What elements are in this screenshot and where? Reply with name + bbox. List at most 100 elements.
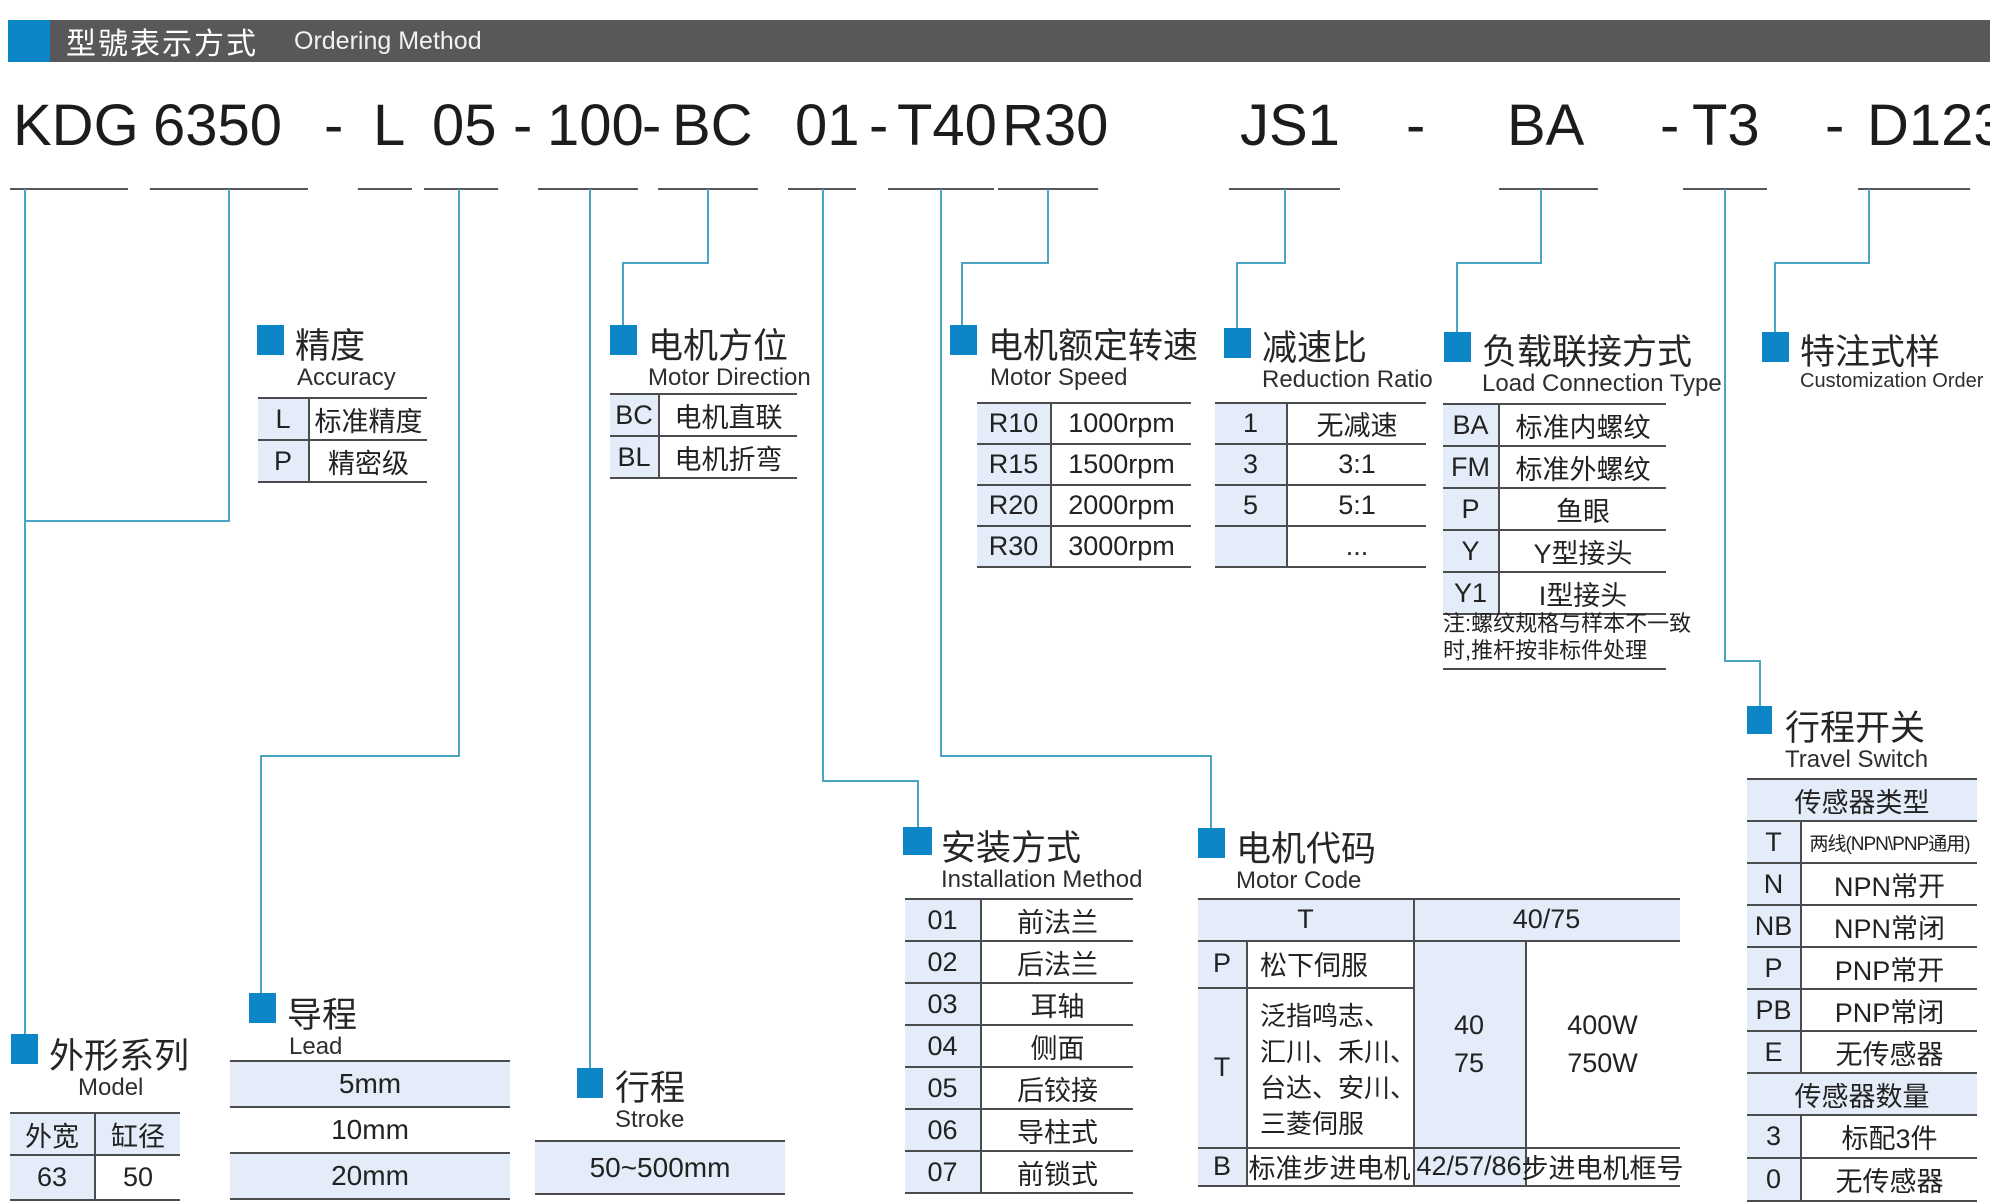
connector-line <box>822 189 824 782</box>
underline <box>1858 188 1970 190</box>
motor-speed-table: R10 1000rpm R15 1500rpm R20 2000rpm R30 … <box>977 402 1191 568</box>
desc-cell: 1500rpm <box>1068 449 1175 479</box>
code-cell: P <box>258 441 310 481</box>
connector-line <box>1236 262 1286 264</box>
code-cell: N <box>1747 864 1802 904</box>
code-cell: PB <box>1747 990 1802 1030</box>
connector-line <box>622 262 624 325</box>
travel-switch-accent-square <box>1747 706 1772 734</box>
code-dash: - <box>324 93 344 158</box>
connector-line <box>917 780 919 827</box>
motor-code-table: T 40/75 P 松下伺服 T 泛指鸣志、 汇川、禾川、 台达、安川、 三菱伺… <box>1198 898 1684 1187</box>
connector-line <box>1284 189 1286 264</box>
desc-cell: 导柱式 <box>1017 1117 1098 1148</box>
connector-line <box>1724 660 1761 662</box>
header-accent-square <box>8 20 50 62</box>
desc-cell: 电机折弯 <box>674 444 783 475</box>
code-cell: 03 <box>905 984 982 1024</box>
desc-cell: Y型接头 <box>1533 538 1633 569</box>
code-cell: R15 <box>977 445 1052 484</box>
code-cell: P <box>1747 948 1802 988</box>
travel-switch-title-zh: 行程开关 <box>1785 709 1926 748</box>
customization-accent-square <box>1762 332 1789 362</box>
desc-cell: ... <box>1345 531 1369 561</box>
reduction-ratio-table: 1 无减速 3 3:1 5 5:1 ... <box>1215 402 1426 568</box>
table-row: 63 50 <box>10 1156 180 1201</box>
code-cell: 3 <box>1215 445 1288 484</box>
stroke-table: 50~500mm <box>535 1140 785 1195</box>
power-code-line: 75 <box>1453 1047 1485 1078</box>
code-segment-load: BA <box>1507 93 1585 158</box>
desc-cell: 无传感器 <box>1835 1167 1944 1197</box>
table-row: P PNP常开 <box>1747 948 1977 990</box>
page-title-en: Ordering Method <box>294 26 482 55</box>
load-connection-title-en: Load Connection Type <box>1482 370 1722 397</box>
accuracy-table: L 标准精度 P 精密级 <box>258 397 427 483</box>
sensor-type-header: 传感器类型 <box>1747 780 1977 820</box>
stroke-title-en: Stroke <box>615 1106 685 1133</box>
power-code-line: 40 <box>1453 1009 1485 1040</box>
connector-line <box>1774 262 1776 332</box>
code-cell: BC <box>610 395 660 435</box>
desc-cell: 标准外螺纹 <box>1515 454 1651 485</box>
connector-line <box>1236 262 1238 328</box>
installation-accent-square <box>903 827 932 855</box>
code-dash: - <box>1660 93 1680 158</box>
table-row: PB PNP常闭 <box>1747 990 1977 1032</box>
motor-direction-title-en: Motor Direction <box>648 364 811 391</box>
code-segment-series: KDG <box>13 93 139 158</box>
code-cell: NB <box>1747 906 1802 946</box>
table-row: 02 后法兰 <box>905 942 1133 984</box>
connector-line <box>260 755 460 757</box>
connector-line <box>589 189 591 1068</box>
reduction-ratio-title-zh: 减速比 <box>1262 329 1368 368</box>
connector-line <box>24 520 230 522</box>
grid-line <box>1198 987 1413 989</box>
code-segment-motor: T40 <box>897 93 997 158</box>
connector-line <box>707 189 709 264</box>
code-cell: 3 <box>1747 1116 1802 1157</box>
connector-line <box>1456 262 1458 332</box>
table-row: 05 后铰接 <box>905 1068 1133 1110</box>
table-row: 0 无传感器 <box>1747 1159 1977 1202</box>
page-title-zh: 型號表示方式 <box>66 28 258 61</box>
code-cell: E <box>1747 1032 1802 1072</box>
code-cell: R10 <box>977 404 1052 443</box>
connector-line <box>1724 189 1726 662</box>
stroke-accent-square <box>577 1068 603 1098</box>
p-code-cell: P <box>1212 948 1231 978</box>
code-cell: BL <box>610 437 660 477</box>
desc-cell: 两线(NPN\PNP通用) <box>1809 833 1970 855</box>
grid-line <box>1198 898 1680 900</box>
reduction-ratio-accent-square <box>1224 328 1251 358</box>
sensor-qty-header: 传感器数量 <box>1747 1074 1977 1114</box>
code-segment-speed: R30 <box>1002 93 1109 158</box>
customization-title-en: Customization Order No. <box>1800 370 1990 392</box>
motor-direction-accent-square <box>610 325 637 355</box>
table-row: NB NPN常闭 <box>1747 906 1977 948</box>
table-header-row: 外宽 缸径 <box>10 1114 180 1156</box>
desc-cell: 后法兰 <box>1017 949 1098 980</box>
model-table: 外宽 缸径 63 50 <box>10 1112 180 1201</box>
motor-code-title-en: Motor Code <box>1236 867 1362 894</box>
cell-bg <box>1198 940 1246 987</box>
model-width-value: 63 <box>10 1156 96 1199</box>
load-connection-title-zh: 负载联接方式 <box>1482 333 1693 372</box>
cell-bg <box>1198 987 1246 1147</box>
accuracy-accent-square <box>257 325 284 355</box>
model-title-en: Model <box>78 1074 144 1101</box>
travel-switch-table: 传感器类型 T 两线(NPN\PNP通用) N NPN常开 NB NPN常闭 P… <box>1747 778 1977 1202</box>
code-cell: 5 <box>1215 486 1288 525</box>
desc-cell: 标准内螺纹 <box>1515 412 1651 443</box>
desc-cell: 精密级 <box>328 448 409 479</box>
table-row: ... <box>1215 527 1426 568</box>
motor-speed-title-zh: 电机额定转速 <box>988 327 1199 366</box>
model-width-header: 外宽 <box>10 1114 96 1154</box>
desc-cell: I型接头 <box>1538 580 1628 611</box>
lead-value: 10mm <box>331 1114 409 1145</box>
table-row: 50~500mm <box>535 1142 785 1195</box>
code-cell: 06 <box>905 1110 982 1150</box>
table-row: 3 标配3件 <box>1747 1116 1977 1159</box>
desc-cell: 无减速 <box>1316 411 1398 441</box>
lead-value: 5mm <box>230 1062 510 1106</box>
